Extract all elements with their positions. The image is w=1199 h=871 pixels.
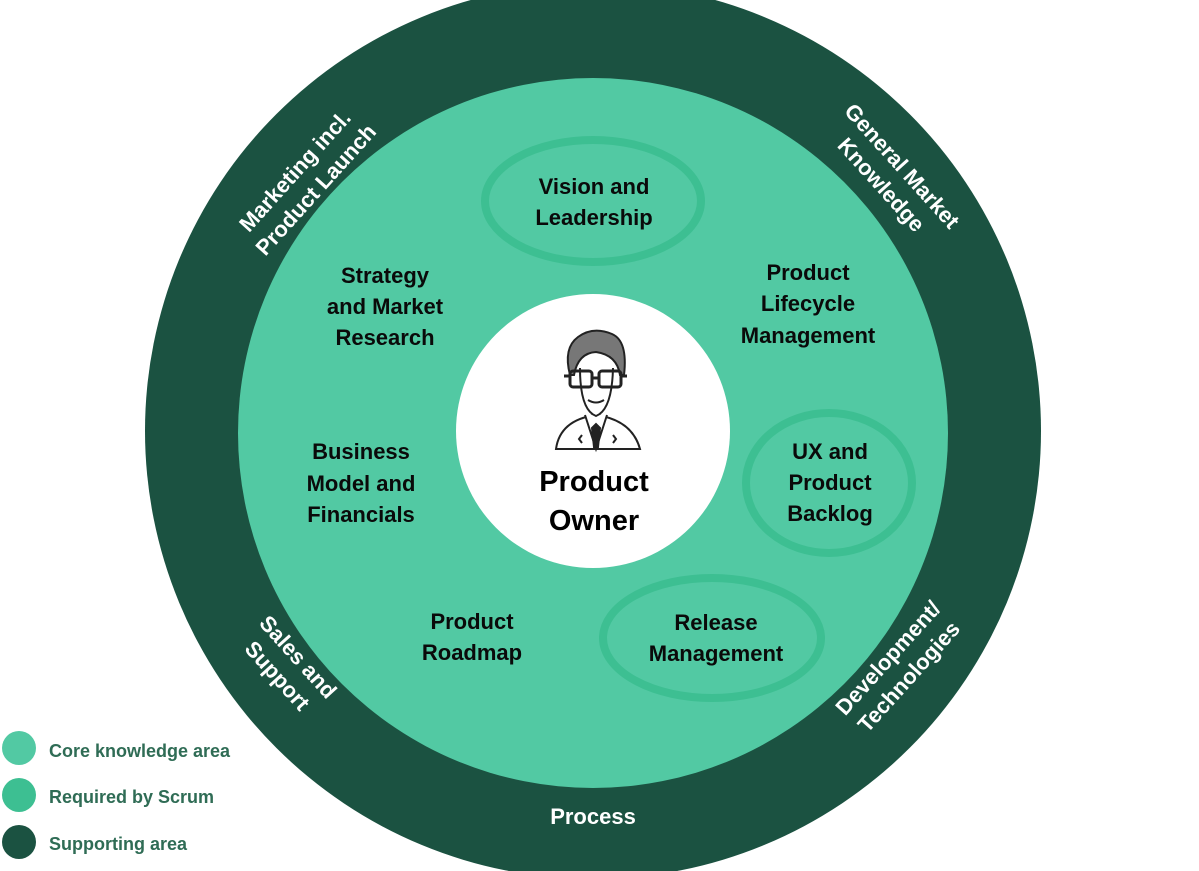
core-area-roadmap: Product Roadmap: [422, 609, 522, 665]
release-required-ellipse: [599, 574, 825, 702]
roadmap-label-line2: Roadmap: [422, 640, 522, 665]
vision-required-ellipse: [481, 136, 705, 266]
ux-label-line1: UX and: [792, 439, 868, 464]
legend: Core knowledge area Required by Scrum Su…: [2, 731, 231, 859]
legend-item-core: Core knowledge area: [2, 731, 231, 765]
strategy-label-line1: Strategy: [341, 263, 430, 288]
ux-label-line2: Product: [788, 470, 872, 495]
lifecycle-label-line1: Product: [766, 260, 850, 285]
legend-label-core: Core knowledge area: [49, 741, 231, 761]
core-area-lifecycle: Product Lifecycle Management: [741, 260, 876, 348]
center-title-line1: Product: [539, 466, 649, 498]
supporting-area-process: Process: [550, 804, 636, 829]
core-area-vision: Vision and Leadership: [535, 174, 652, 230]
ux-label-line3: Backlog: [787, 501, 873, 526]
legend-item-supporting: Supporting area: [2, 825, 188, 859]
legend-label-supporting: Supporting area: [49, 834, 188, 854]
strategy-label-line3: Research: [335, 325, 434, 350]
roadmap-label-line1: Product: [430, 609, 514, 634]
release-label-line1: Release: [674, 610, 757, 635]
legend-swatch-supporting: [2, 825, 36, 859]
strategy-label-line2: and Market: [327, 294, 444, 319]
legend-item-required: Required by Scrum: [2, 778, 214, 812]
vision-label-line2: Leadership: [535, 205, 652, 230]
business-label-line2: Model and: [307, 471, 416, 496]
business-label-line3: Financials: [307, 502, 415, 527]
core-area-business: Business Model and Financials: [307, 439, 416, 527]
legend-swatch-required: [2, 778, 36, 812]
vision-label-line1: Vision and: [539, 174, 650, 199]
ux-required-ellipse: [742, 409, 916, 557]
business-label-line1: Business: [312, 439, 410, 464]
product-owner-avatar-icon: [554, 329, 642, 453]
center-title-line2: Owner: [549, 505, 639, 537]
legend-label-required: Required by Scrum: [49, 787, 214, 807]
legend-swatch-core: [2, 731, 36, 765]
release-label-line2: Management: [649, 641, 784, 666]
core-area-strategy: Strategy and Market Research: [327, 263, 444, 350]
lifecycle-label-line2: Lifecycle: [761, 291, 855, 316]
core-area-release: Release Management: [649, 610, 784, 666]
lifecycle-label-line3: Management: [741, 323, 876, 348]
core-area-ux: UX and Product Backlog: [787, 439, 873, 526]
